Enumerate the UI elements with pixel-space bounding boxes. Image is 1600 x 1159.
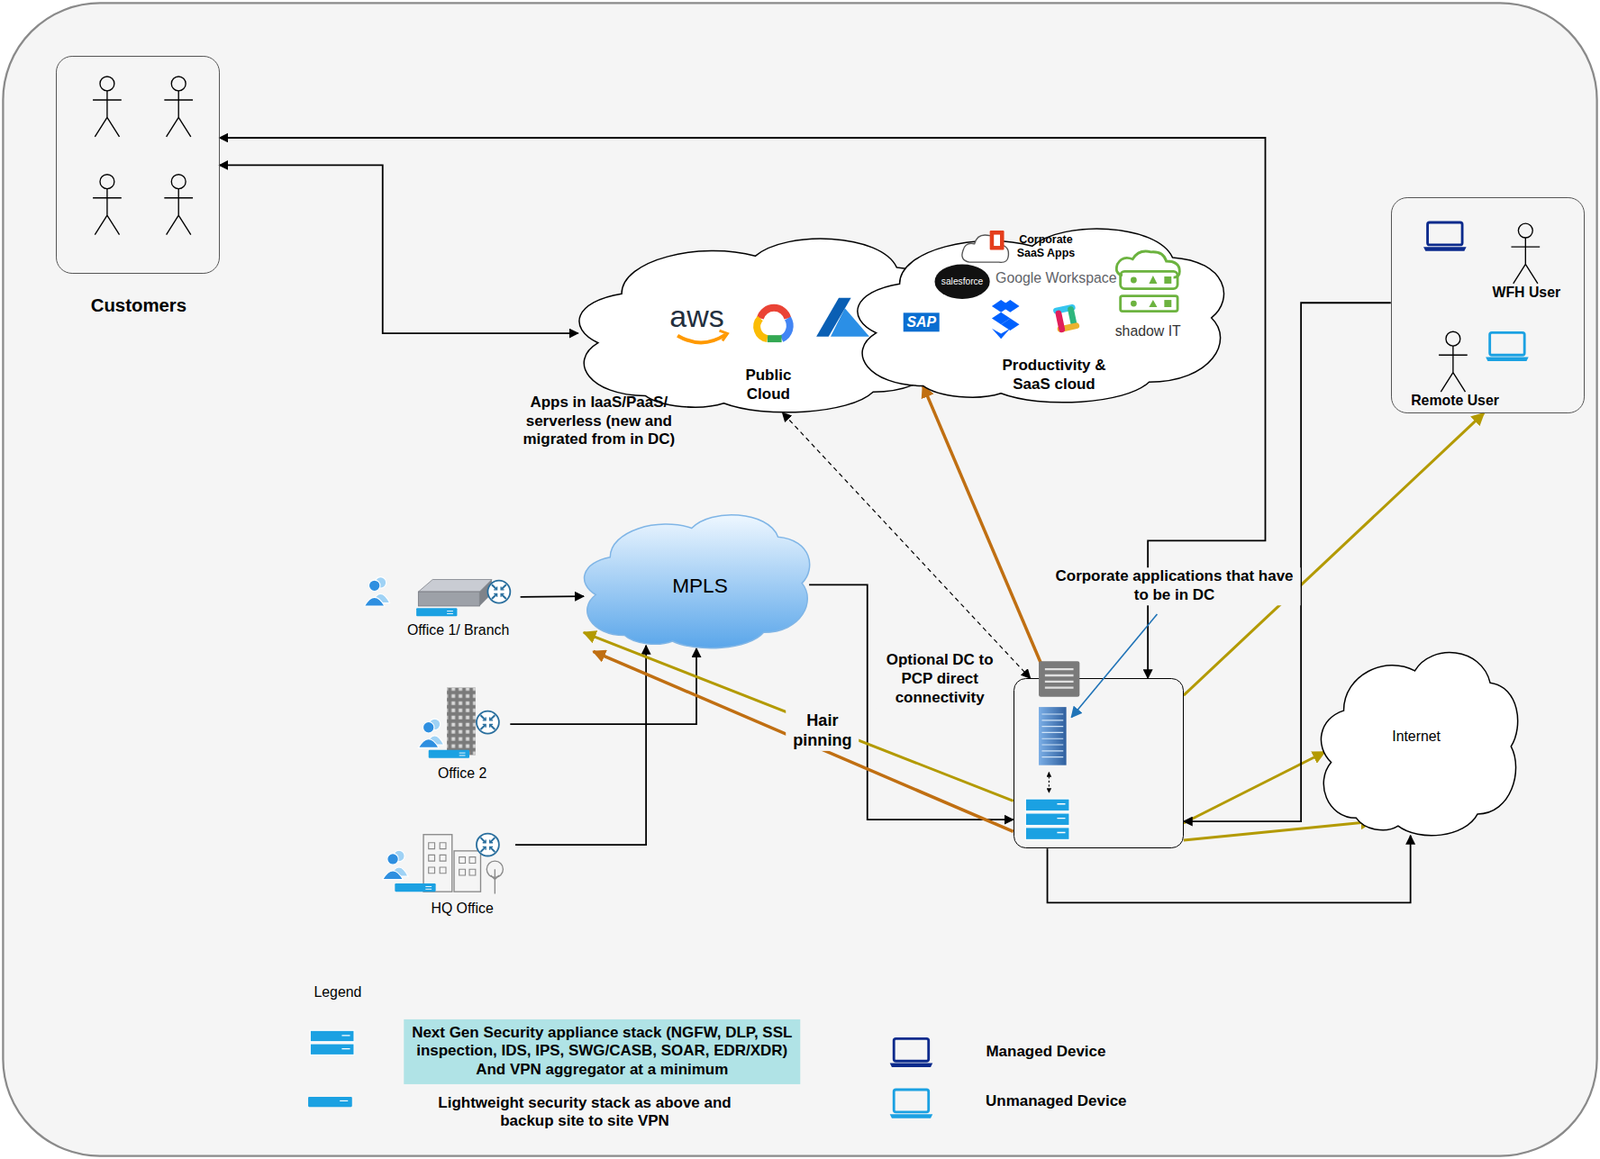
node-text: Productivity & SaaS cloud xyxy=(997,356,1112,394)
connector xyxy=(809,584,1014,820)
node-text: SAP xyxy=(902,312,940,332)
node-text: Internet xyxy=(1390,727,1443,746)
connector xyxy=(515,645,646,846)
connector xyxy=(219,164,579,334)
edge-label: Optional DC to PCP direct connectivity xyxy=(875,650,1004,709)
cloud-logos xyxy=(677,230,1180,343)
datacenter-box: Corporate applications that have to be i… xyxy=(1013,678,1184,849)
office-site: Office 1/ Branch xyxy=(362,571,521,643)
remote-users-box: WFH UserRemote User xyxy=(1390,197,1585,414)
office-site: Office 2 xyxy=(413,681,511,784)
legend-text: Unmanaged Device xyxy=(983,1092,1129,1112)
edge-label: Hair pinning xyxy=(785,709,860,752)
hq-office-icon xyxy=(382,834,504,895)
node-text: shadow IT xyxy=(1113,322,1183,340)
annotation-label: Legend xyxy=(311,983,364,1001)
node-text: HQ Office xyxy=(428,900,495,919)
remote-users xyxy=(1423,222,1540,392)
office-2-icon xyxy=(418,688,499,759)
node-text: Public Cloud xyxy=(731,366,806,404)
customer-figures xyxy=(92,76,193,236)
node-text: Office 1/ Branch xyxy=(405,621,511,639)
node-text: WFH User xyxy=(1490,283,1563,301)
internet-cloud: Internet xyxy=(1314,643,1524,843)
connector xyxy=(1047,836,1411,904)
office-1-icon xyxy=(363,577,510,618)
node-text: Customers xyxy=(89,293,189,317)
node-text: Office 2 xyxy=(436,764,489,782)
legend-text: Next Gen Security appliance stack (NGFW,… xyxy=(404,1019,800,1085)
connector xyxy=(781,412,1030,679)
leader-line xyxy=(1071,614,1157,718)
connector xyxy=(1183,752,1326,824)
annotation-label: Apps in IaaS/PaaS/ serverless (new and m… xyxy=(508,393,691,450)
connector xyxy=(1183,821,1373,841)
legend-text: Managed Device xyxy=(983,1042,1108,1062)
customers-box: Customers xyxy=(55,55,219,273)
node-text: Corporate SaaS Apps xyxy=(1006,233,1086,261)
connector xyxy=(509,648,697,725)
office-site: HQ Office xyxy=(387,828,516,921)
node-text: Google Workspace xyxy=(993,270,1119,288)
connector xyxy=(922,385,1047,679)
node-text: Corporate applications that have to be i… xyxy=(1047,567,1301,605)
connector xyxy=(520,595,584,598)
saas-cloud: Corporate SaaS Apps salesforce Google Work… xyxy=(845,219,1236,410)
node-text: salesforce xyxy=(939,275,985,287)
mpls-cloud: MPLS xyxy=(576,508,817,654)
datacenter-icons xyxy=(1025,614,1157,840)
node-text: MPLS xyxy=(670,573,730,600)
legend-text: Lightweight security stack as above and … xyxy=(431,1094,738,1132)
connector xyxy=(583,632,1014,801)
node-text: Remote User xyxy=(1409,391,1501,410)
node-text: aws xyxy=(667,299,726,337)
